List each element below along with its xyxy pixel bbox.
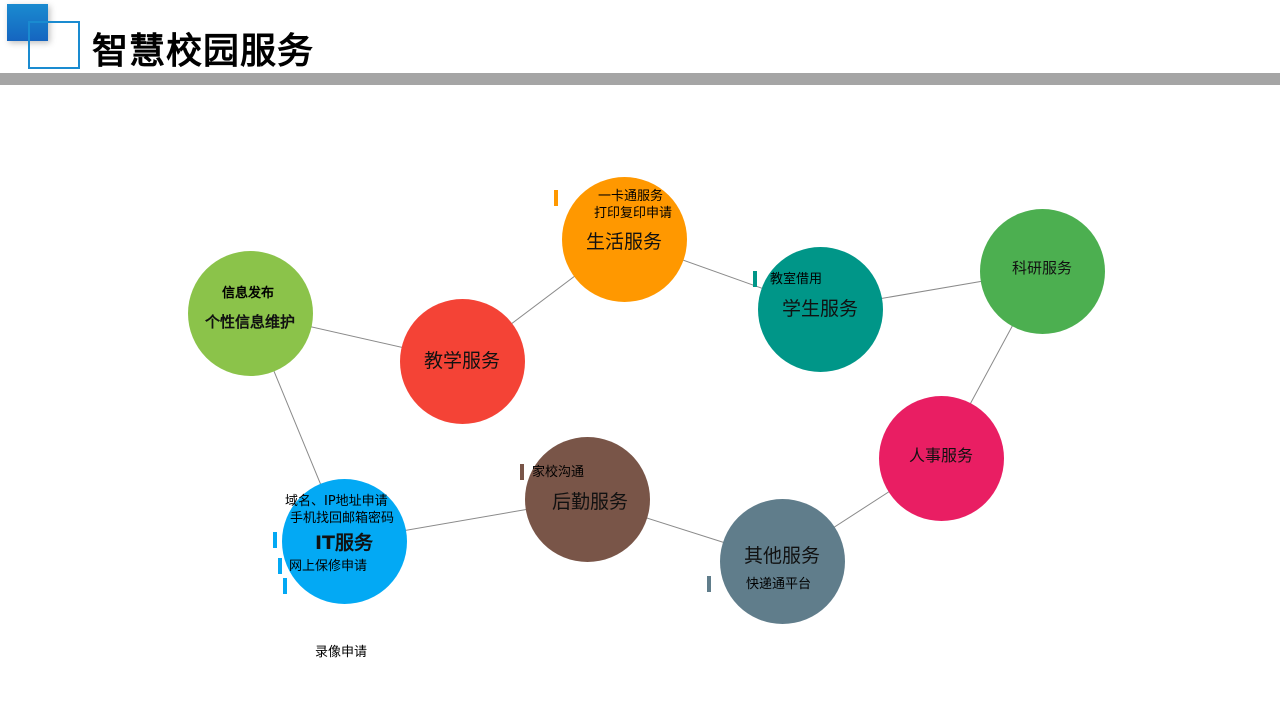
service-circle-other[interactable] (720, 499, 845, 624)
service-item[interactable]: 一卡通服务 (598, 189, 664, 204)
service-title-other: 其他服务 (743, 545, 821, 567)
header-divider (0, 73, 1280, 85)
service-title-teaching: 教学服务 (423, 350, 501, 372)
service-circle-personal[interactable] (188, 251, 313, 376)
item-marker (753, 271, 757, 287)
logo-square-outline (28, 21, 80, 69)
service-item[interactable]: 家校沟通 (532, 465, 585, 480)
service-title-it: IT服务 (314, 532, 374, 554)
connector-path (249, 238, 1043, 562)
service-circle-student[interactable] (758, 247, 883, 372)
item-marker (520, 464, 524, 480)
service-item[interactable]: 网上保修申请 (289, 559, 368, 574)
service-circle-teaching[interactable] (400, 299, 525, 424)
service-title-personal: 个性信息维护 (204, 313, 296, 331)
item-marker (554, 190, 558, 206)
service-title-student: 学生服务 (781, 298, 859, 320)
service-title-logistics: 后勤服务 (551, 491, 629, 513)
service-item[interactable]: 打印复印申请 (594, 206, 673, 221)
service-circle-hr[interactable] (879, 396, 1004, 521)
item-marker (278, 558, 282, 574)
item-marker (273, 532, 277, 548)
service-title-research: 科研服务 (1011, 259, 1073, 277)
item-marker (283, 578, 287, 594)
item-marker (707, 576, 711, 592)
service-item[interactable]: 域名、IP地址申请 (285, 494, 388, 509)
service-title-hr: 人事服务 (908, 446, 974, 465)
page-title: 智慧校园服务 (92, 31, 315, 72)
service-circle-it[interactable] (282, 479, 407, 604)
service-circle-research[interactable] (980, 209, 1105, 334)
service-item[interactable]: 手机找回邮箱密码 (290, 511, 395, 526)
service-item[interactable]: 录像申请 (315, 645, 368, 660)
service-circle-logistics[interactable] (525, 437, 650, 562)
service-item[interactable]: 快递通平台 (746, 577, 812, 592)
service-title-life: 生活服务 (585, 231, 663, 253)
service-item[interactable]: 教室借用 (770, 272, 823, 287)
service-circle-life[interactable] (562, 177, 687, 302)
service-item[interactable]: 信息发布 (222, 286, 275, 301)
